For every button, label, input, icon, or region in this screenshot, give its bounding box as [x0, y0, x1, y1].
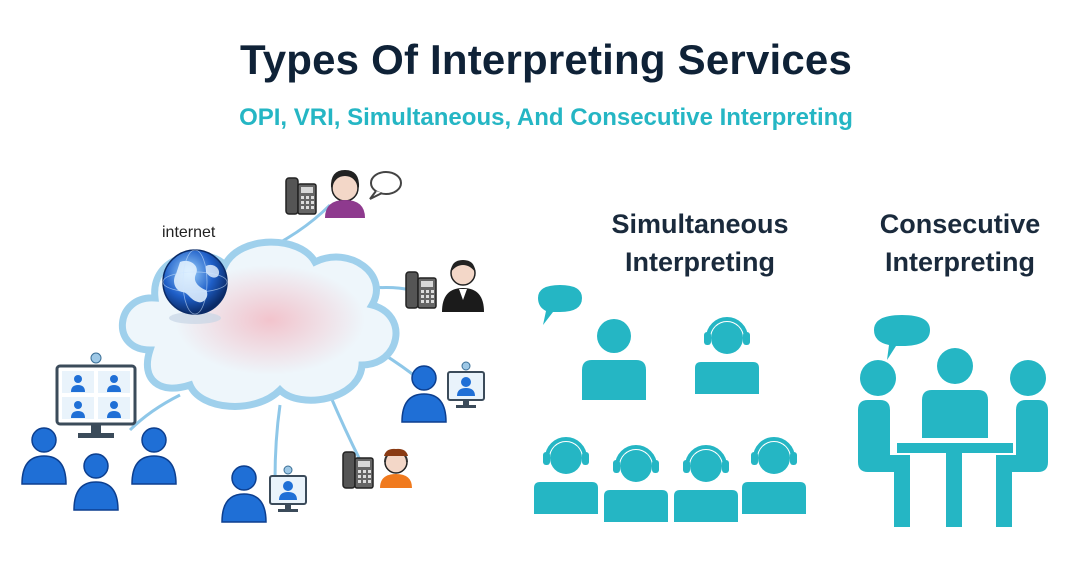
internet-cloud: [119, 238, 400, 410]
simultaneous-heading-line2: Interpreting: [624, 247, 775, 277]
person-icon: [221, 465, 267, 523]
internet-label: internet: [162, 224, 216, 241]
conference-monitor-icon: [55, 352, 137, 438]
simultaneous-illustration: [532, 285, 808, 524]
headset-operator-icon: [380, 448, 412, 488]
desk-phone-icon: [342, 451, 374, 489]
person-icon: [21, 427, 67, 485]
person-icon: [73, 453, 119, 511]
consecutive-heading: Consecutive Interpreting: [850, 205, 1070, 281]
listener-headset-icon: [602, 445, 670, 524]
listener-headset-icon: [532, 437, 600, 516]
listener-headset-icon: [740, 437, 808, 516]
consecutive-illustration: [858, 315, 1048, 527]
simultaneous-heading-line1: Simultaneous: [611, 209, 789, 239]
consecutive-heading-line2: Interpreting: [884, 247, 1035, 277]
interpreter-headset-icon: [693, 317, 761, 396]
businessman-icon: [442, 260, 484, 312]
video-call-monitor-icon: [447, 361, 485, 409]
globe-icon: [162, 249, 228, 324]
listener-headset-icon: [672, 445, 740, 524]
simultaneous-heading: Simultaneous Interpreting: [585, 205, 815, 281]
speaker-icon: [538, 285, 646, 400]
woman-interpreter-icon: [325, 170, 365, 218]
page-subtitle: OPI, VRI, Simultaneous, And Consecutive …: [239, 104, 853, 131]
person-icon: [401, 365, 447, 423]
desk-phone-icon: [405, 271, 437, 309]
speech-bubble-icon: [874, 315, 930, 360]
page-title: Types Of Interpreting Services: [239, 36, 853, 83]
desk-phone-icon: [285, 177, 317, 215]
consecutive-heading-line1: Consecutive: [879, 209, 1041, 239]
speech-bubble-icon: [369, 171, 402, 200]
person-icon: [131, 427, 177, 485]
